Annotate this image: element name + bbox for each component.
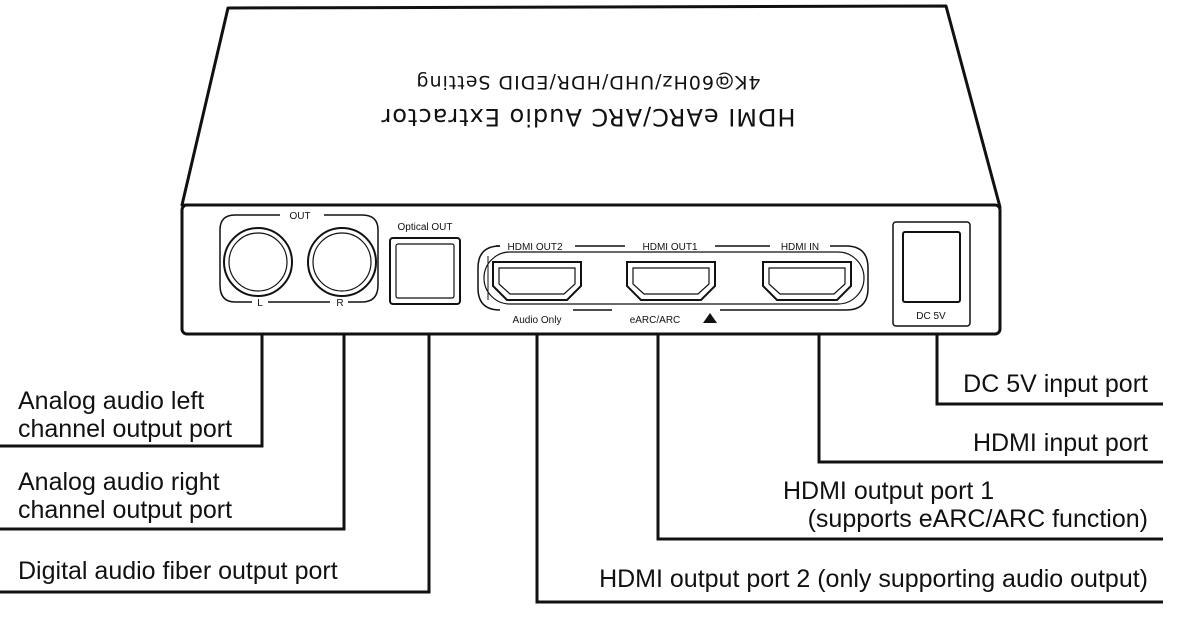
optical-out-port[interactable] bbox=[389, 237, 461, 305]
callout-hdmi-out1-1: HDMI output port 1 bbox=[783, 477, 994, 505]
leader-hdmi-in bbox=[817, 334, 1163, 464]
callout-analog-right-2: channel output port bbox=[18, 496, 232, 524]
hdmi-out1-label: HDMI OUT1 bbox=[643, 242, 698, 253]
leader-digital-fiber bbox=[0, 334, 431, 594]
callout-analog-left-2: channel output port bbox=[18, 415, 232, 443]
callout-digital-fiber: Digital audio fiber output port bbox=[18, 557, 338, 585]
hdmi-out2-label: HDMI OUT2 bbox=[508, 242, 563, 253]
front-panel bbox=[180, 203, 1002, 336]
callout-dc-input: DC 5V input port bbox=[963, 370, 1148, 398]
analog-right-jack[interactable] bbox=[307, 227, 377, 297]
leader-analog-right bbox=[0, 334, 346, 531]
earc-label: eARC/ARC bbox=[630, 315, 681, 326]
analog-left-jack[interactable] bbox=[223, 227, 293, 297]
analog-out-group: OUT L R bbox=[219, 211, 379, 309]
hdmi-out1-port[interactable] bbox=[626, 261, 716, 301]
callout-analog-right-1: Analog audio right bbox=[18, 468, 220, 496]
hdmi-in-port[interactable] bbox=[762, 261, 852, 301]
left-channel-label: L bbox=[257, 298, 263, 309]
leader-hdmi-out2 bbox=[535, 334, 1163, 604]
callout-hdmi-input: HDMI input port bbox=[973, 429, 1148, 457]
hdmi-group bbox=[477, 245, 869, 311]
callout-hdmi-out1-2: (supports eARC/ARC function) bbox=[808, 505, 1148, 533]
earc-triangle-icon bbox=[703, 313, 717, 323]
out-label: OUT bbox=[289, 211, 310, 222]
dc-5v-port[interactable] bbox=[902, 231, 961, 303]
callout-hdmi-out2: HDMI output port 2 (only supporting audi… bbox=[599, 565, 1148, 593]
dc-5v-label: DC 5V bbox=[916, 311, 946, 322]
leader-analog-left bbox=[0, 334, 264, 448]
callout-analog-left-1: Analog audio left bbox=[18, 387, 204, 415]
top-label-line2: 4K@60Hz/UHD/HDR/EDID Setting bbox=[415, 71, 760, 93]
hdmi-in-label: HDMI IN bbox=[781, 242, 819, 253]
top-label-group: HDMI eARC/ARC Audio Extractor 4K@60Hz/UH… bbox=[380, 71, 795, 131]
leader-hdmi-out1 bbox=[656, 334, 1163, 541]
hdmi-out2-port[interactable] bbox=[492, 261, 582, 301]
optical-out-label: Optical OUT bbox=[397, 222, 452, 233]
audio-only-label: Audio Only bbox=[513, 315, 562, 326]
right-channel-label: R bbox=[336, 298, 343, 309]
leader-dc-input bbox=[935, 334, 1163, 406]
top-label-line1: HDMI eARC/ARC Audio Extractor bbox=[380, 103, 795, 131]
